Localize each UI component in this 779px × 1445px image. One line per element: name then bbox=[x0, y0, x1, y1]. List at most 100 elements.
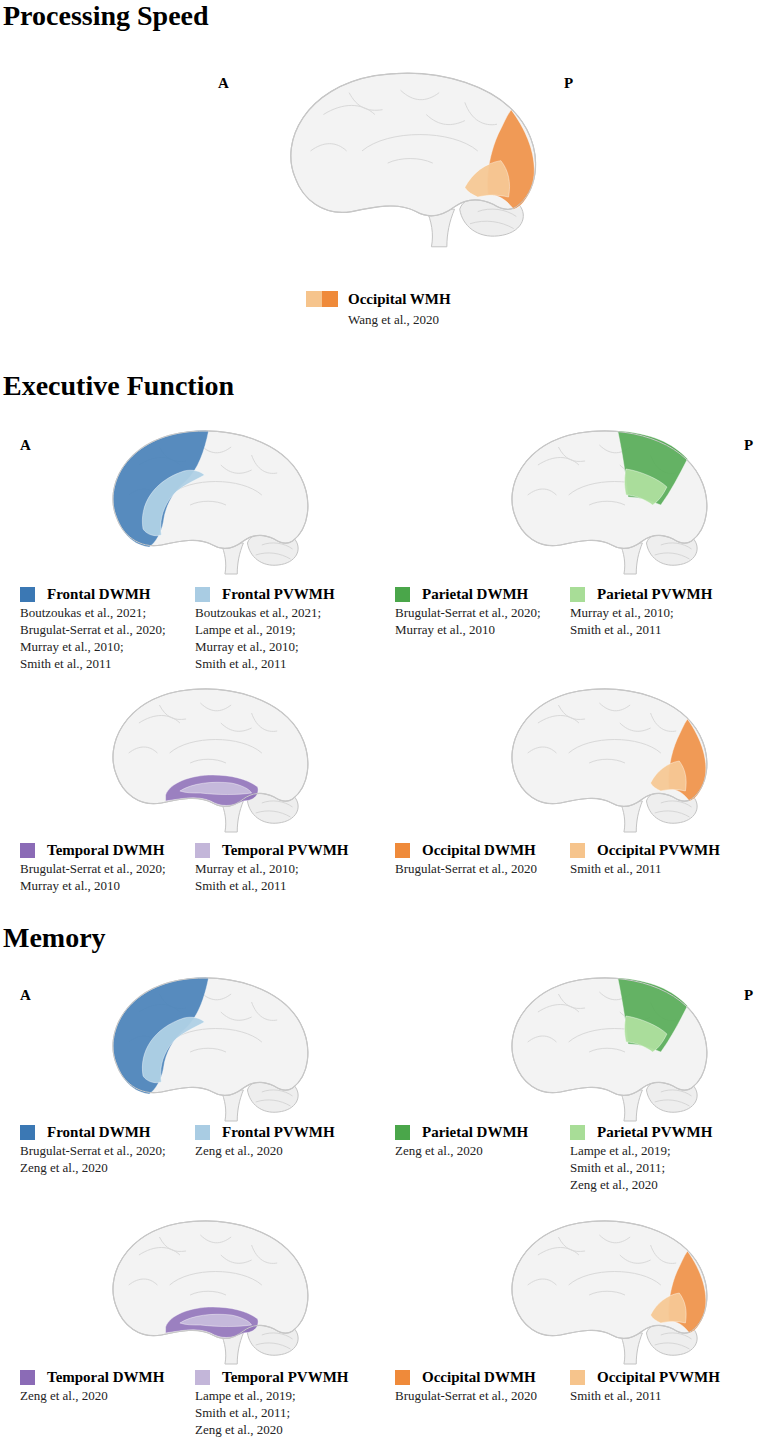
orientation-label: A bbox=[20, 436, 31, 454]
citation: Brugulat-Serrat et al., 2020; bbox=[20, 861, 166, 876]
brain-illustration bbox=[113, 978, 308, 1121]
brain-illustration bbox=[512, 978, 707, 1121]
legend-label: Parietal DWMH bbox=[422, 1123, 528, 1141]
orientation-label: P bbox=[564, 74, 573, 92]
gyrus-line bbox=[470, 221, 514, 228]
orientation-label: P bbox=[744, 436, 753, 454]
citation: Zeng et al., 2020 bbox=[195, 1422, 283, 1437]
legend-label: Occipital DWMH bbox=[422, 1368, 536, 1386]
citation: Murray et al., 2010; bbox=[195, 861, 299, 876]
legend-swatch bbox=[570, 587, 585, 602]
cerebrum-outline bbox=[113, 431, 308, 549]
brain-illustration bbox=[113, 1221, 308, 1364]
gyrus-line bbox=[262, 801, 293, 807]
gyrus-line bbox=[661, 543, 692, 549]
section-heading: Memory bbox=[3, 922, 106, 954]
legend-label: Temporal DWMH bbox=[47, 841, 164, 859]
gyrus-line bbox=[256, 1100, 291, 1106]
brain-illustration bbox=[512, 1221, 707, 1364]
glass-outline bbox=[291, 73, 536, 216]
citation: Smith et al., 2011 bbox=[570, 622, 662, 637]
legend-label: Frontal DWMH bbox=[47, 1123, 150, 1141]
cerebrum-outline bbox=[113, 689, 308, 807]
cerebrum-outline bbox=[113, 1221, 308, 1339]
glass-outline bbox=[113, 689, 308, 807]
legend-swatch bbox=[20, 843, 35, 858]
legend-swatch bbox=[570, 1125, 585, 1140]
citation: Zeng et al., 2020 bbox=[195, 1143, 283, 1158]
gyrus-line bbox=[661, 1090, 692, 1096]
citation: Lampe et al., 2019; bbox=[195, 1388, 296, 1403]
citation: Zeng et al., 2020 bbox=[20, 1388, 108, 1403]
cerebrum-outline bbox=[512, 689, 707, 807]
citation: Lampe et al., 2019; bbox=[570, 1143, 671, 1158]
citation: Zeng et al., 2020 bbox=[570, 1177, 658, 1192]
gyrus-line bbox=[256, 1343, 291, 1349]
citation: Murray et al., 2010; bbox=[570, 605, 674, 620]
citation: Brugulat-Serrat et al., 2020 bbox=[395, 861, 537, 876]
gyrus-line bbox=[661, 1333, 692, 1339]
citation: Smith et al., 2011 bbox=[20, 656, 112, 671]
citation: Smith et al., 2011 bbox=[570, 861, 662, 876]
legend-swatch bbox=[195, 1370, 210, 1385]
gyrus-line bbox=[256, 553, 291, 559]
legend-label: Occipital WMH bbox=[348, 290, 451, 308]
legend-label: Parietal DWMH bbox=[422, 585, 528, 603]
orientation-label: A bbox=[20, 986, 31, 1004]
glass-outline bbox=[113, 1221, 308, 1339]
cerebrum-outline bbox=[512, 1221, 707, 1339]
glass-outline bbox=[113, 978, 308, 1096]
legend-swatch bbox=[195, 1125, 210, 1140]
legend-label: Occipital DWMH bbox=[422, 841, 536, 859]
citation: Lampe et al., 2019; bbox=[195, 622, 296, 637]
legend-label: Temporal DWMH bbox=[47, 1368, 164, 1386]
brain-illustration bbox=[512, 431, 707, 574]
legend-swatch bbox=[20, 1125, 35, 1140]
section-heading: Executive Function bbox=[3, 370, 234, 402]
citation: Wang et al., 2020 bbox=[348, 312, 439, 327]
legend-swatch-light bbox=[306, 291, 322, 307]
legend-swatch bbox=[570, 843, 585, 858]
legend-label: Frontal PVWMH bbox=[222, 585, 335, 603]
legend-swatch bbox=[195, 587, 210, 602]
citation: Brugulat-Serrat et al., 2020 bbox=[395, 1388, 537, 1403]
gyrus-line bbox=[256, 811, 291, 817]
gyrus-line bbox=[655, 553, 690, 559]
gyrus-line bbox=[262, 1333, 293, 1339]
citation: Murray et al., 2010; bbox=[195, 639, 299, 654]
legend-swatch bbox=[570, 1370, 585, 1385]
brain-illustration bbox=[113, 689, 308, 832]
glass-outline bbox=[512, 1221, 707, 1339]
cerebrum-outline bbox=[512, 978, 707, 1096]
citation: Smith et al., 2011 bbox=[195, 656, 287, 671]
legend-label: Parietal PVWMH bbox=[597, 1123, 712, 1141]
gyrus-line bbox=[478, 209, 517, 216]
legend-label: Occipital PVWMH bbox=[597, 1368, 720, 1386]
section-heading: Processing Speed bbox=[3, 0, 209, 32]
orientation-label: A bbox=[218, 74, 229, 92]
citation: Boutzoukas et al., 2021; bbox=[195, 605, 321, 620]
glass-outline bbox=[512, 978, 707, 1096]
citation: Brugulat-Serrat et al., 2020; bbox=[20, 1143, 166, 1158]
citation: Brugulat-Serrat et al., 2020; bbox=[395, 605, 541, 620]
legend-swatch bbox=[395, 1125, 410, 1140]
brain-illustration bbox=[113, 431, 308, 574]
glass-outline bbox=[512, 689, 707, 807]
glass-outline bbox=[512, 431, 707, 549]
gyrus-line bbox=[655, 1100, 690, 1106]
citation: Zeng et al., 2020 bbox=[20, 1160, 108, 1175]
gyrus-line bbox=[262, 1090, 293, 1096]
orientation-label: P bbox=[744, 986, 753, 1004]
legend-label: Frontal PVWMH bbox=[222, 1123, 335, 1141]
citation: Boutzoukas et al., 2021; bbox=[20, 605, 146, 620]
citation: Brugulat-Serrat et al., 2020; bbox=[20, 622, 166, 637]
citation: Zeng et al., 2020 bbox=[395, 1143, 483, 1158]
legend-label: Parietal PVWMH bbox=[597, 585, 712, 603]
citation: Murray et al., 2010; bbox=[20, 639, 124, 654]
legend-label: Temporal PVWMH bbox=[222, 1368, 349, 1386]
gyrus-line bbox=[262, 543, 293, 549]
citation: Smith et al., 2011 bbox=[570, 1388, 662, 1403]
cerebrum-outline bbox=[512, 431, 707, 549]
gyrus-line bbox=[655, 1343, 690, 1349]
